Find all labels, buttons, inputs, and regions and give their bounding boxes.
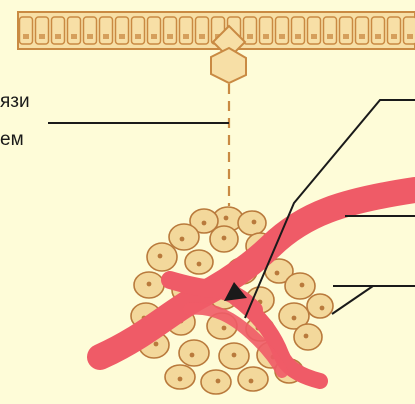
gland-cell-nucleus xyxy=(180,237,185,242)
epithelium-cell xyxy=(356,17,369,44)
gland-cell-nucleus xyxy=(190,353,195,358)
epithelium-cell xyxy=(196,17,209,44)
epithelium-nucleus xyxy=(39,34,45,39)
epithelium-nucleus xyxy=(199,34,205,39)
gland-cell-nucleus xyxy=(275,271,280,276)
epithelium-nucleus xyxy=(311,34,317,39)
epithelium-nucleus xyxy=(343,34,349,39)
epithelium-nucleus xyxy=(295,34,301,39)
epithelium-nucleus xyxy=(71,34,77,39)
epithelium-cell xyxy=(132,17,145,44)
epithelium-nucleus xyxy=(263,34,269,39)
epithelium-nucleus xyxy=(375,34,381,39)
epithelium-nucleus xyxy=(391,34,397,39)
gland-cell-nucleus xyxy=(222,236,227,241)
gland-cell-nucleus xyxy=(252,220,257,225)
epithelium-nucleus xyxy=(87,34,93,39)
gland-cell xyxy=(169,224,199,250)
gland-cell-nucleus xyxy=(222,326,227,331)
gland-cell-nucleus xyxy=(178,377,183,382)
epithelium-nucleus xyxy=(327,34,333,39)
epithelium-nucleus xyxy=(167,34,173,39)
gland-cell-nucleus xyxy=(300,283,305,288)
epithelium-cell xyxy=(52,17,65,44)
gland-cell xyxy=(179,340,209,366)
gland-cell xyxy=(238,367,268,391)
gland-cell-nucleus xyxy=(147,282,152,287)
gland-cell-nucleus xyxy=(224,216,229,221)
epithelium-cell xyxy=(244,17,257,44)
epithelium-cell xyxy=(100,17,113,44)
gland-cell-nucleus xyxy=(232,353,237,358)
epithelium-cell xyxy=(340,17,353,44)
epithelium-nucleus xyxy=(23,34,29,39)
gland-cell-nucleus xyxy=(292,316,297,321)
gland-cell-nucleus xyxy=(197,262,202,267)
gland-cell-nucleus xyxy=(249,379,254,384)
gland-cell-nucleus xyxy=(154,342,159,347)
epithelium-cell xyxy=(36,17,49,44)
epithelium-nucleus xyxy=(151,34,157,39)
epithelium-nucleus xyxy=(119,34,125,39)
gland-cell-nucleus xyxy=(304,334,309,339)
epithelium-nucleus xyxy=(279,34,285,39)
epithelium-nucleus xyxy=(247,34,253,39)
epithelium-cell xyxy=(148,17,161,44)
epithelium-cell xyxy=(324,17,337,44)
cluster-pointer-line-2 xyxy=(332,286,373,314)
epithelium-cell xyxy=(68,17,81,44)
epithelium-nucleus xyxy=(55,34,61,39)
gland-cell-nucleus xyxy=(202,221,207,226)
epithelium-cell xyxy=(164,17,177,44)
epithelium-nucleus xyxy=(183,34,189,39)
epithelium-cell xyxy=(260,17,273,44)
epithelium-nucleus xyxy=(359,34,365,39)
epithelium-nucleus xyxy=(407,34,413,39)
gland-cell xyxy=(307,294,333,318)
epithelium-cell xyxy=(308,17,321,44)
epithelium-cell xyxy=(292,17,305,44)
gland-cell-nucleus xyxy=(320,306,325,311)
epithelium-nucleus xyxy=(135,34,141,39)
epithelium-cell xyxy=(20,17,33,44)
epithelium-cell xyxy=(404,17,415,44)
epithelium-cell xyxy=(388,17,401,44)
gland-cell-nucleus xyxy=(216,379,221,384)
duct-bottom-cell xyxy=(211,48,246,83)
gland-cell-nucleus xyxy=(158,254,163,259)
epithelium-cell xyxy=(84,17,97,44)
epithelium-cell xyxy=(276,17,289,44)
epithelium-cell xyxy=(116,17,129,44)
epithelium-cell xyxy=(180,17,193,44)
epithelium-nucleus xyxy=(103,34,109,39)
epithelium-cell xyxy=(372,17,385,44)
